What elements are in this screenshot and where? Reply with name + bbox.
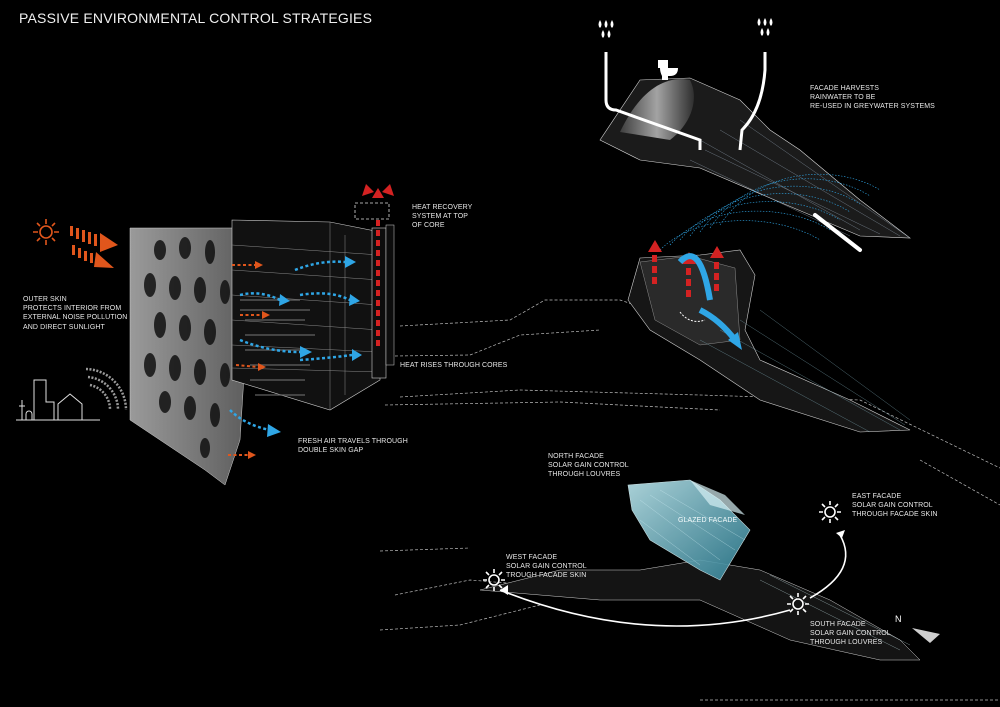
airflow-arrowheads-warm bbox=[248, 261, 270, 459]
stack-cool-arrows bbox=[677, 253, 742, 350]
airflow-arrowheads-cool bbox=[267, 256, 362, 437]
rainwater-building bbox=[599, 52, 911, 252]
annotation-east-facade: EAST FACADE SOLAR GAIN CONTROL THROUGH F… bbox=[852, 493, 938, 519]
annotation-rainwater: FACADE HARVESTS RAINWATER TO BE RE-USED … bbox=[810, 85, 935, 111]
sun-icon bbox=[33, 219, 59, 245]
annotation-outer-skin: OUTER SKIN PROTECTS INTERIOR FROM EXTERN… bbox=[23, 296, 128, 331]
inner-building-block bbox=[231, 202, 395, 411]
annotation-heat-rises: HEAT RISES THROUGH CORES bbox=[400, 362, 508, 369]
north-arrow-icon bbox=[912, 628, 940, 643]
heat-recovery-box bbox=[354, 202, 390, 220]
annotation-glazed-facade: GLAZED FACADE bbox=[678, 517, 738, 524]
stack-effect-building bbox=[627, 249, 911, 433]
stack-heat-arrows bbox=[648, 240, 724, 297]
annotation-north-facade: NORTH FACADE SOLAR GAIN CONTROL THROUGH … bbox=[548, 453, 629, 479]
wind-lines bbox=[659, 173, 881, 251]
annotation-west-facade: WEST FACADE SOLAR GAIN CONTROL TROUGH FA… bbox=[506, 554, 587, 580]
heat-arrows bbox=[362, 184, 394, 346]
north-label: N bbox=[895, 614, 902, 624]
glazed-building bbox=[479, 479, 921, 661]
city-skyline-icon bbox=[16, 379, 100, 421]
water-drop-icon bbox=[598, 20, 614, 38]
sun-icon bbox=[483, 569, 505, 591]
outer-skin bbox=[129, 227, 251, 486]
page-title: PASSIVE ENVIRONMENTAL CONTROL STRATEGIES bbox=[19, 10, 373, 26]
solar-path-arrowheads bbox=[500, 530, 845, 595]
solar-ray-arrows bbox=[70, 226, 118, 268]
sun-icon bbox=[819, 501, 841, 523]
airflow-arrows-warm bbox=[228, 264, 262, 456]
annotation-south-facade: SOUTH FACADE SOLAR GAIN CONTROL THROUGH … bbox=[810, 621, 891, 647]
water-drop-icon bbox=[757, 18, 773, 36]
site-lines bbox=[379, 299, 1000, 701]
solar-paths bbox=[499, 534, 847, 627]
annotation-fresh-air: FRESH AIR TRAVELS THROUGH DOUBLE SKIN GA… bbox=[298, 438, 408, 455]
airflow-arrows-cool bbox=[229, 260, 353, 432]
sun-icon bbox=[787, 593, 809, 615]
noise-waves-icon bbox=[85, 367, 128, 411]
toilet-icon bbox=[658, 60, 678, 80]
annotation-heat-recovery: HEAT RECOVERY SYSTEM AT TOP OF CORE bbox=[412, 204, 473, 230]
